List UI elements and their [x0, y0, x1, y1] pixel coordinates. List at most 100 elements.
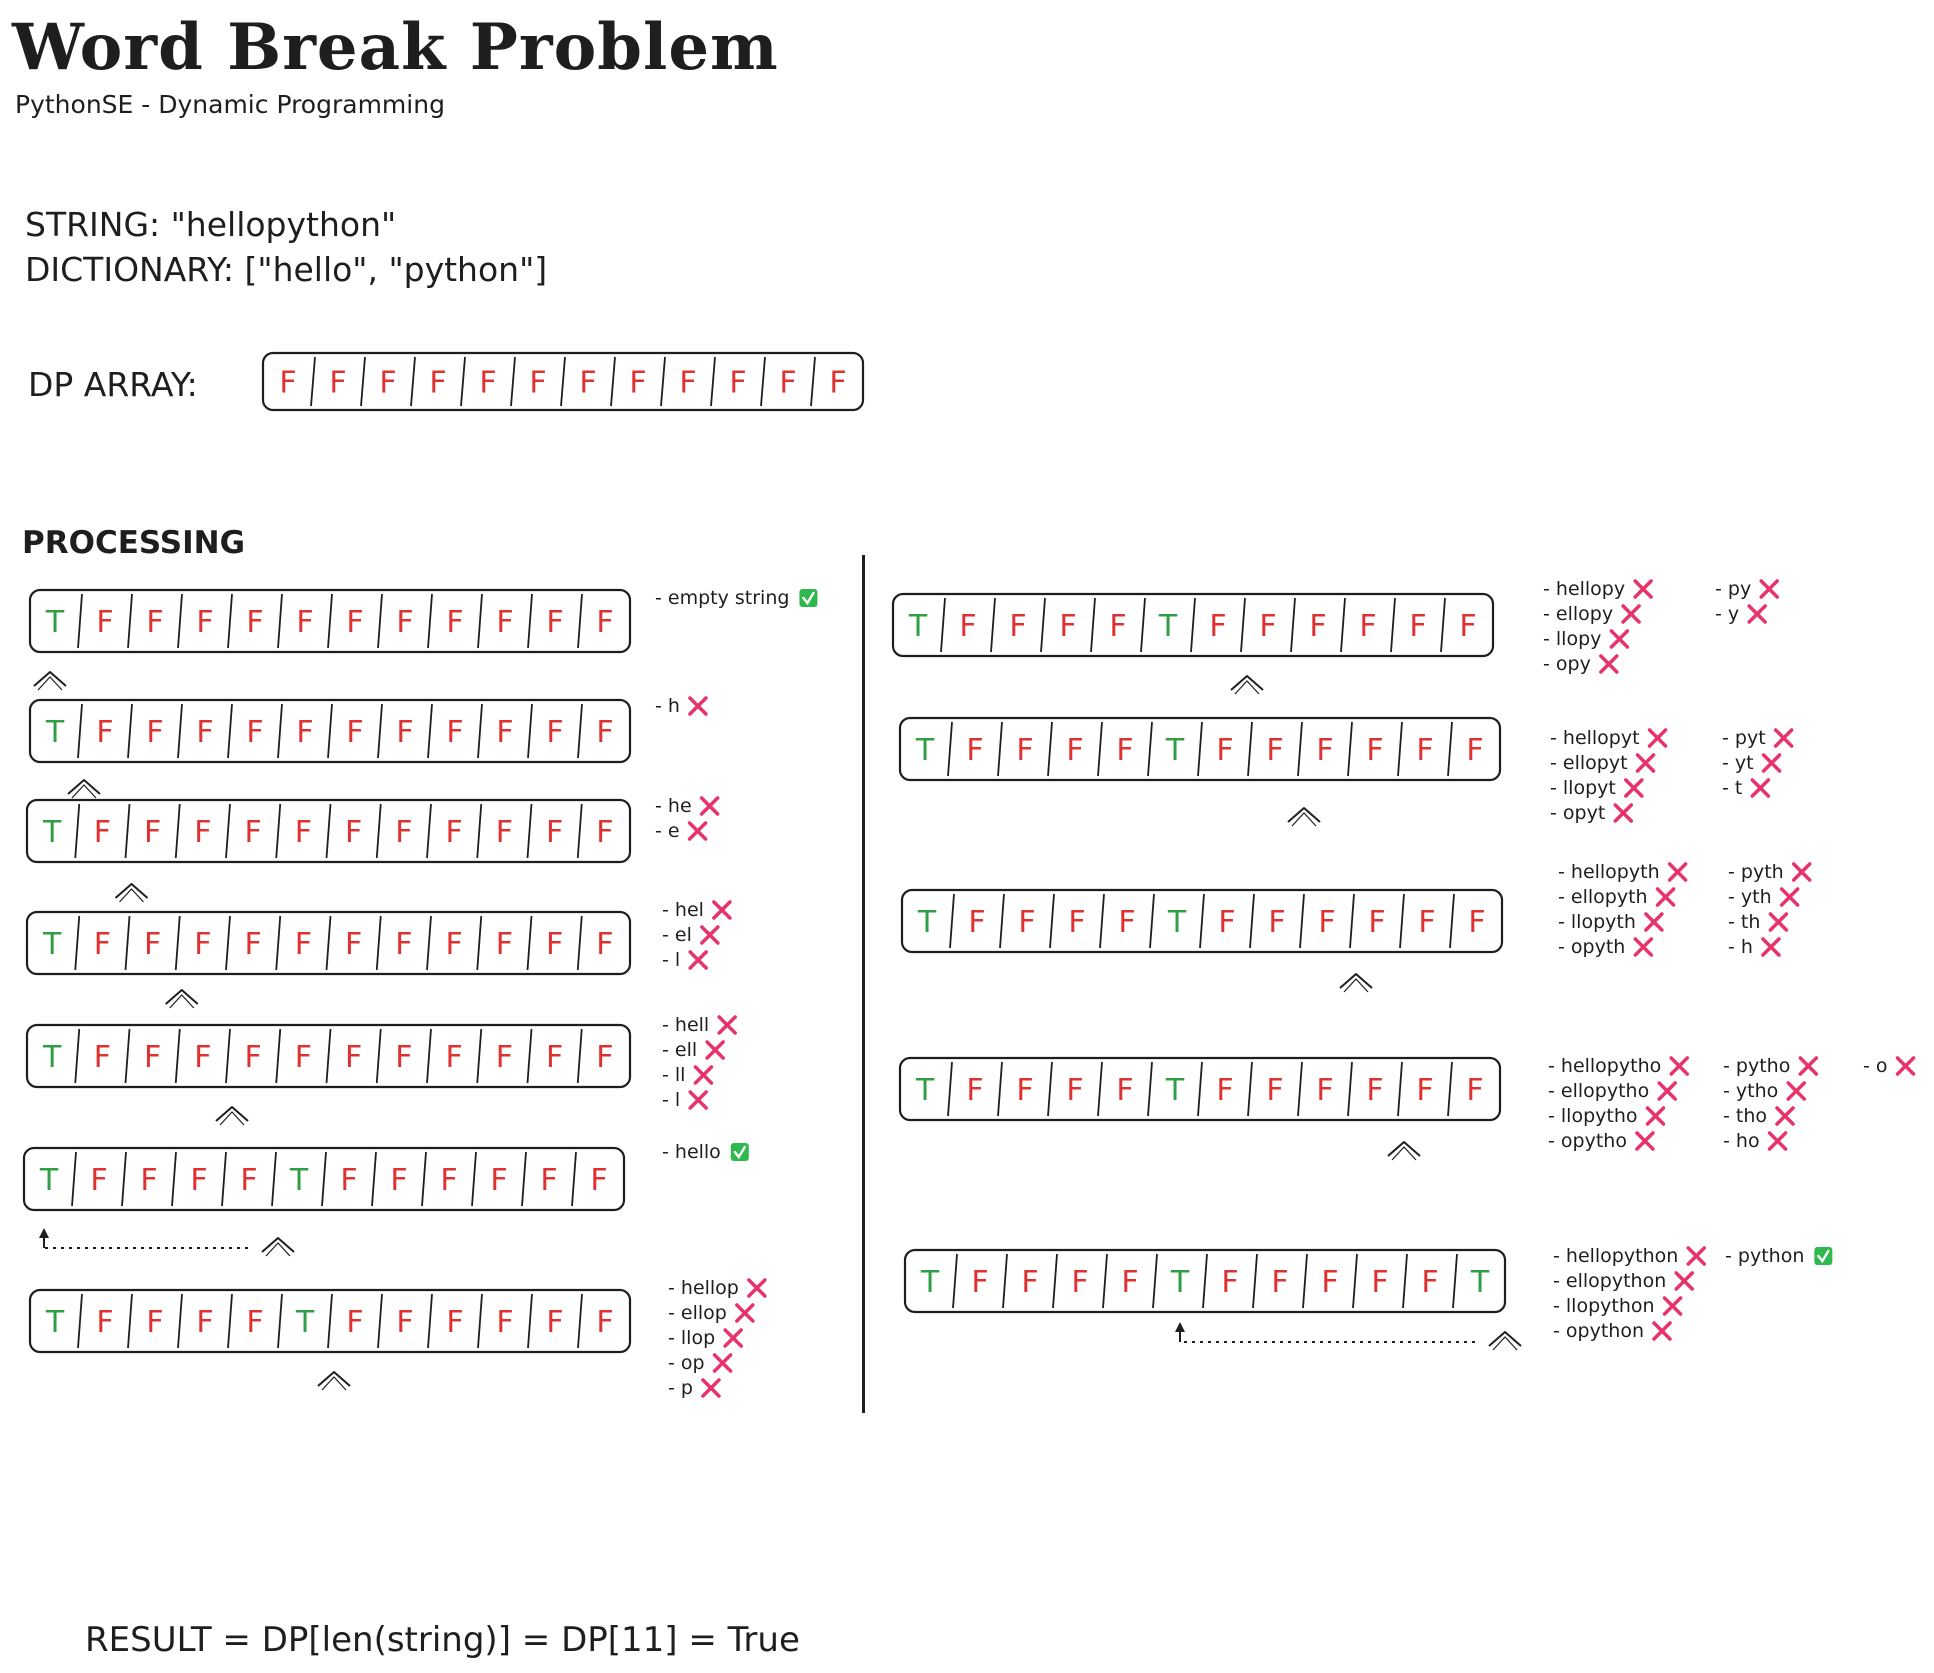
- cross-icon: [687, 821, 708, 841]
- cell-divider: [275, 1028, 282, 1084]
- cell-false: F: [340, 1163, 357, 1198]
- cell-true: T: [1167, 905, 1187, 940]
- cross-icon: [712, 900, 732, 920]
- cell-false: F: [94, 1040, 111, 1075]
- cross-icon: [1624, 778, 1644, 798]
- cell-divider: [526, 1028, 533, 1084]
- cross-icon: [1747, 604, 1767, 624]
- cell-false: F: [1009, 609, 1026, 644]
- check-icon: [1814, 1247, 1833, 1265]
- candidate-label: - ellopython: [1553, 1270, 1666, 1292]
- cell-divider: [1197, 1061, 1203, 1117]
- candidate-label: - llopyth: [1558, 911, 1636, 933]
- candidate-label: - opy: [1543, 653, 1591, 675]
- cell-false: F: [1468, 905, 1485, 940]
- cell-divider: [227, 703, 233, 759]
- candidate-label: - llopython: [1553, 1295, 1655, 1317]
- cell-divider: [1447, 721, 1453, 777]
- cell-false: F: [1466, 733, 1483, 768]
- cell-divider: [275, 803, 282, 859]
- cell-false: F: [1068, 905, 1085, 940]
- pointer-caret: [33, 671, 67, 687]
- cell-false: F: [546, 1040, 563, 1075]
- cell-false: F: [1209, 609, 1226, 644]
- candidate-label: - opython: [1553, 1320, 1644, 1342]
- array-outline: [28, 698, 632, 764]
- cell-divider: [1347, 721, 1353, 777]
- cell-divider: [1102, 1253, 1108, 1309]
- cross-icon: [1786, 1081, 1807, 1101]
- candidate-label: - opytho: [1548, 1130, 1627, 1152]
- cross-icon: [1635, 753, 1656, 773]
- candidate-label: - hel: [662, 899, 704, 921]
- candidate-label: - llopytho: [1548, 1105, 1638, 1127]
- cell-divider: [527, 593, 533, 649]
- cross-icon: [1779, 887, 1800, 907]
- pointer-caret-stroke: [1234, 680, 1260, 695]
- cross-icon: [1667, 862, 1688, 882]
- column-divider: [862, 555, 865, 1413]
- cell-false: F: [966, 1073, 983, 1108]
- back-reference-arrowhead: [1175, 1322, 1185, 1332]
- cell-false: F: [1216, 1073, 1233, 1108]
- cross-icon: [1645, 1106, 1666, 1126]
- cross-icon: [1647, 728, 1668, 748]
- cell-divider: [1047, 721, 1053, 777]
- cell-true: T: [908, 609, 928, 644]
- cross-icon: [1674, 1271, 1694, 1291]
- pointer-caret: [1230, 675, 1264, 691]
- cell-divider: [527, 1293, 533, 1349]
- cross-icon: [717, 1015, 737, 1035]
- cell-divider: [1052, 1253, 1058, 1309]
- cross-icon: [1655, 887, 1676, 907]
- cell-divider: [1147, 1061, 1153, 1117]
- cell-false: F: [446, 605, 463, 640]
- cell-divider: [810, 356, 816, 407]
- cell-true: T: [45, 605, 65, 640]
- cell-true: T: [42, 927, 62, 962]
- array-outline: [898, 1056, 1502, 1122]
- cross-icon: [1768, 912, 1789, 932]
- candidate-label: - yth: [1728, 886, 1772, 908]
- cell-false: F: [295, 927, 312, 962]
- cell-divider: [1152, 1253, 1158, 1309]
- cell-divider: [121, 1151, 127, 1207]
- candidate-label: - p: [668, 1377, 693, 1399]
- cell-divider: [477, 1293, 483, 1349]
- cell-true: T: [915, 733, 935, 768]
- pointer-caret: [261, 1237, 295, 1253]
- cell-false: F: [496, 815, 513, 850]
- cell-divider: [177, 1293, 183, 1349]
- cross-icon: [1633, 579, 1653, 599]
- array-outline: [25, 1023, 632, 1089]
- back-reference-arrowhead: [39, 1228, 49, 1238]
- candidate-label: - hellopytho: [1548, 1055, 1661, 1077]
- candidate-label: - pytho: [1723, 1055, 1790, 1077]
- candidate-label: - hellopyt: [1550, 727, 1640, 749]
- cell-false: F: [1268, 905, 1285, 940]
- cell-divider: [227, 593, 233, 649]
- candidate-label: - h: [1728, 936, 1753, 958]
- cell-false: F: [1071, 1265, 1088, 1300]
- cell-divider: [1399, 893, 1405, 949]
- cell-false: F: [629, 366, 646, 401]
- candidate-label: - t: [1722, 777, 1742, 799]
- cell-false: F: [296, 605, 313, 640]
- cell-false: F: [590, 1163, 607, 1198]
- cross-icon: [747, 1278, 767, 1298]
- cell-false: F: [1121, 1265, 1138, 1300]
- pointer-caret-stroke: [71, 784, 97, 799]
- candidate-label: - opyt: [1550, 802, 1605, 824]
- pointer-caret: [165, 989, 199, 1005]
- cell-divider: [77, 593, 83, 649]
- cell-false: F: [1366, 1073, 1383, 1108]
- cross-icon: [723, 1328, 743, 1348]
- cross-icon: [705, 1040, 725, 1060]
- cell-false: F: [144, 927, 161, 962]
- pointer-caret: [317, 1371, 351, 1387]
